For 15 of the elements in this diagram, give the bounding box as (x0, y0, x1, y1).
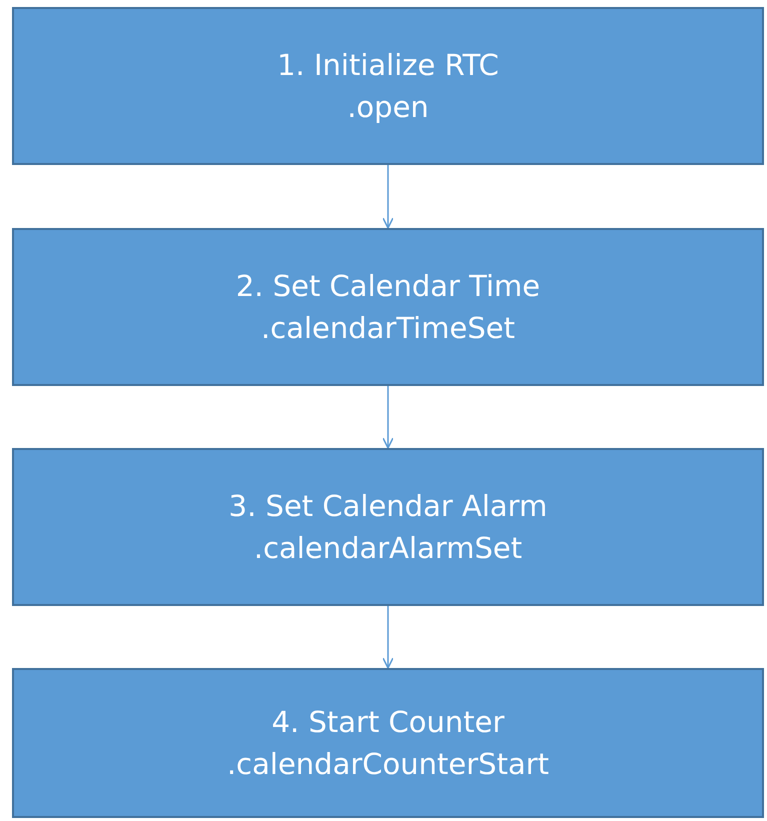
step-title: 4. Start Counter (272, 704, 504, 741)
arrow (382, 606, 394, 669)
step-title: 2. Set Calendar Time (236, 268, 540, 305)
function-name: .calendarTimeSet (261, 310, 515, 347)
process-box (12, 668, 764, 818)
process-box (12, 7, 764, 165)
step-title: 3. Set Calendar Alarm (228, 488, 548, 525)
arrow (382, 165, 394, 229)
process-box (12, 228, 764, 386)
step-title: 1. Initialize RTC (277, 46, 499, 84)
process-box (12, 448, 764, 606)
function-name: .calendarCounterStart (226, 746, 550, 783)
function-name: .calendarAlarmSet (254, 530, 522, 567)
arrow (382, 386, 394, 449)
function-name: .open (347, 89, 429, 126)
